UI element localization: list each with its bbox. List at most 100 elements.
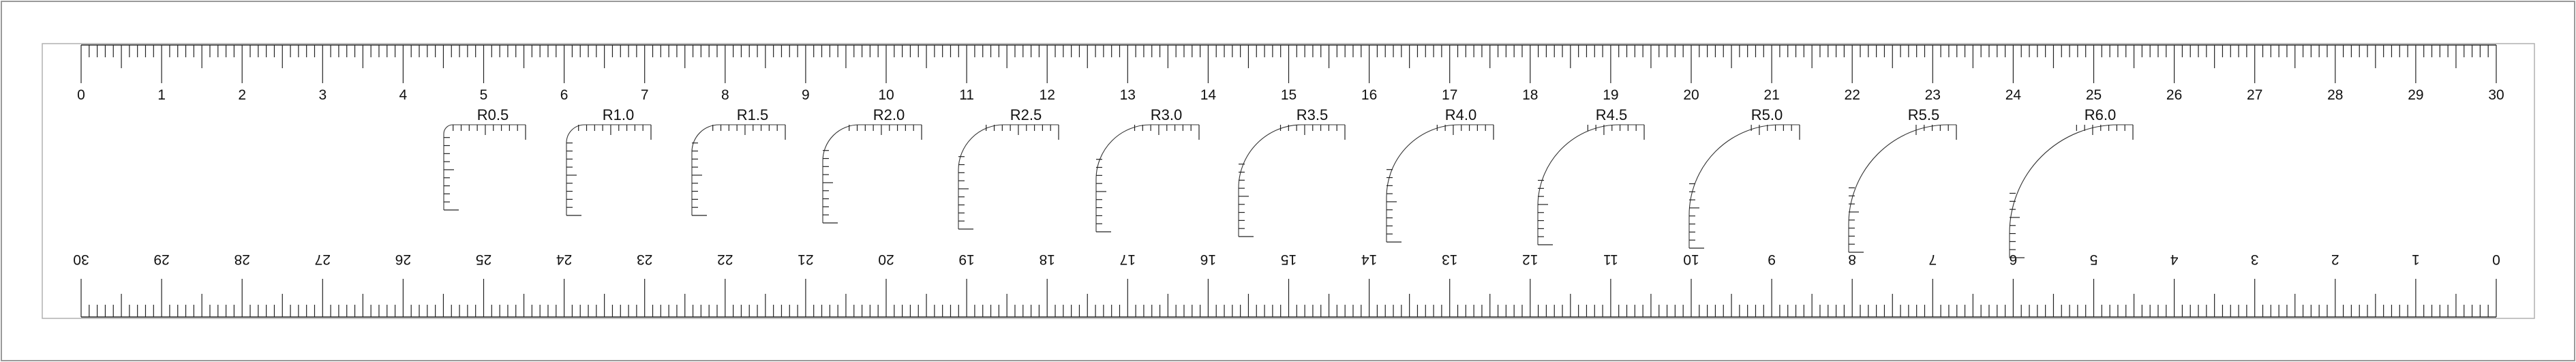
bottom-scale: 0123456789101112131415161718192021222324… [73, 252, 2500, 318]
top-tick-label: 8 [721, 87, 729, 103]
gauge-corner-arc [822, 124, 922, 223]
bottom-tick-label: 13 [1442, 252, 1457, 267]
bottom-tick-label: 15 [1281, 252, 1297, 267]
top-tick-label: 2 [238, 87, 246, 103]
gauge-corner-arc [1537, 124, 1644, 245]
gauge-corner-arc [1688, 124, 1800, 248]
radius-gauge: R2.0 [822, 106, 922, 224]
bottom-tick-label: 0 [2492, 252, 2500, 267]
top-tick-label: 28 [2327, 87, 2343, 103]
gauge-radius-label: R3.5 [1297, 106, 1328, 123]
top-tick-label: 19 [1603, 87, 1618, 103]
top-tick-label: 6 [560, 87, 569, 103]
radius-gauge: R2.5 [958, 106, 1059, 230]
top-tick-label: 13 [1120, 87, 1136, 103]
top-tick-label: 25 [2086, 87, 2102, 103]
top-tick-label: 22 [1845, 87, 1860, 103]
bottom-tick-label: 11 [1603, 252, 1618, 267]
radius-gauge: R5.0 [1688, 106, 1800, 249]
radius-gauge: R6.0 [2009, 106, 2134, 258]
gauge-radius-label: R6.0 [2085, 106, 2116, 123]
bottom-tick-label: 26 [395, 252, 411, 267]
top-tick-label: 7 [641, 87, 649, 103]
top-tick-label: 20 [1683, 87, 1699, 103]
gauge-corner-arc [1238, 124, 1345, 237]
radius-gauge: R4.5 [1537, 106, 1645, 245]
top-tick-label: 24 [2005, 87, 2022, 103]
gauge-radius-label: R2.5 [1010, 106, 1042, 123]
top-tick-label: 5 [480, 87, 488, 103]
bottom-tick-label: 30 [73, 252, 89, 267]
bottom-tick-label: 28 [234, 252, 250, 267]
bottom-tick-label: 21 [798, 252, 813, 267]
bottom-tick-label: 5 [2090, 252, 2098, 267]
bottom-tick-label: 3 [2251, 252, 2259, 267]
top-tick-label: 14 [1200, 87, 1217, 103]
radius-gauge: R1.0 [566, 106, 652, 216]
top-tick-label: 29 [2408, 87, 2423, 103]
top-tick-label: 9 [802, 87, 810, 103]
gauge-radius-label: R4.5 [1596, 106, 1627, 123]
bottom-tick-label: 20 [878, 252, 894, 267]
top-tick-label: 11 [959, 87, 974, 103]
top-tick-label: 30 [2488, 87, 2504, 103]
gauge-radius-label: R5.5 [1908, 106, 1939, 123]
bottom-tick-label: 9 [1768, 252, 1776, 267]
bottom-tick-label: 24 [556, 252, 573, 267]
gauge-corner-arc [1848, 124, 1956, 252]
gauge-radius-label: R2.0 [873, 106, 905, 123]
gauge-corner-arc [691, 124, 785, 215]
radius-gauge: R1.5 [691, 106, 786, 216]
top-tick-label: 12 [1040, 87, 1055, 103]
radius-gauge: R4.0 [1386, 106, 1494, 243]
bottom-tick-label: 6 [2010, 252, 2018, 267]
bottom-tick-label: 7 [1928, 252, 1937, 267]
radius-gauge: R0.5 [443, 106, 526, 211]
bottom-tick-label: 4 [2170, 252, 2178, 267]
radius-gauges: R0.5 R1.0 R1.5 R2.0 R2.5 R3.0 R3.5 R4.0 R4.5 R5.0… [443, 106, 2134, 258]
bottom-tick-label: 23 [637, 252, 652, 267]
bottom-tick-label: 17 [1120, 252, 1136, 267]
top-tick-label: 1 [157, 87, 166, 103]
bottom-tick-label: 29 [153, 252, 169, 267]
bottom-tick-label: 18 [1040, 252, 1055, 267]
bottom-tick-label: 16 [1200, 252, 1216, 267]
bottom-tick-label: 27 [315, 252, 331, 267]
inner-frame [42, 43, 2535, 319]
top-tick-label: 0 [77, 87, 85, 103]
bottom-tick-label: 19 [958, 252, 974, 267]
top-tick-label: 23 [1925, 87, 1941, 103]
bottom-tick-label: 22 [717, 252, 733, 267]
gauge-corner-arc [566, 124, 651, 215]
radius-gauge: R5.5 [1848, 106, 1957, 253]
gauge-radius-label: R5.0 [1751, 106, 1783, 123]
gauge-radius-label: R4.0 [1445, 106, 1476, 123]
top-tick-label: 4 [399, 87, 408, 103]
bottom-tick-label: 25 [476, 252, 491, 267]
radius-gauge: R3.0 [1095, 106, 1200, 232]
bottom-tick-label: 1 [2412, 252, 2420, 267]
bottom-tick-label: 14 [1361, 252, 1378, 267]
bottom-tick-label: 12 [1522, 252, 1538, 267]
bottom-tick-label: 8 [1848, 252, 1856, 267]
top-tick-label: 3 [318, 87, 327, 103]
gauge-corner-arc [2009, 124, 2133, 258]
gauge-radius-label: R0.5 [477, 106, 509, 123]
top-tick-label: 27 [2247, 87, 2262, 103]
top-tick-label: 10 [878, 87, 894, 103]
gauge-corner-arc [958, 124, 1059, 229]
bottom-tick-label: 10 [1683, 252, 1699, 267]
radius-gauge: R3.5 [1238, 106, 1346, 237]
gauge-radius-label: R1.0 [603, 106, 634, 123]
gauge-radius-label: R1.5 [737, 106, 768, 123]
top-tick-label: 18 [1522, 87, 1538, 103]
bottom-tick-label: 2 [2331, 252, 2339, 267]
top-tick-label: 17 [1442, 87, 1457, 103]
top-tick-label: 16 [1361, 87, 1377, 103]
top-tick-label: 21 [1763, 87, 1779, 103]
top-tick-label: 15 [1281, 87, 1297, 103]
top-tick-label: 26 [2166, 87, 2182, 103]
gauge-radius-label: R3.0 [1151, 106, 1182, 123]
